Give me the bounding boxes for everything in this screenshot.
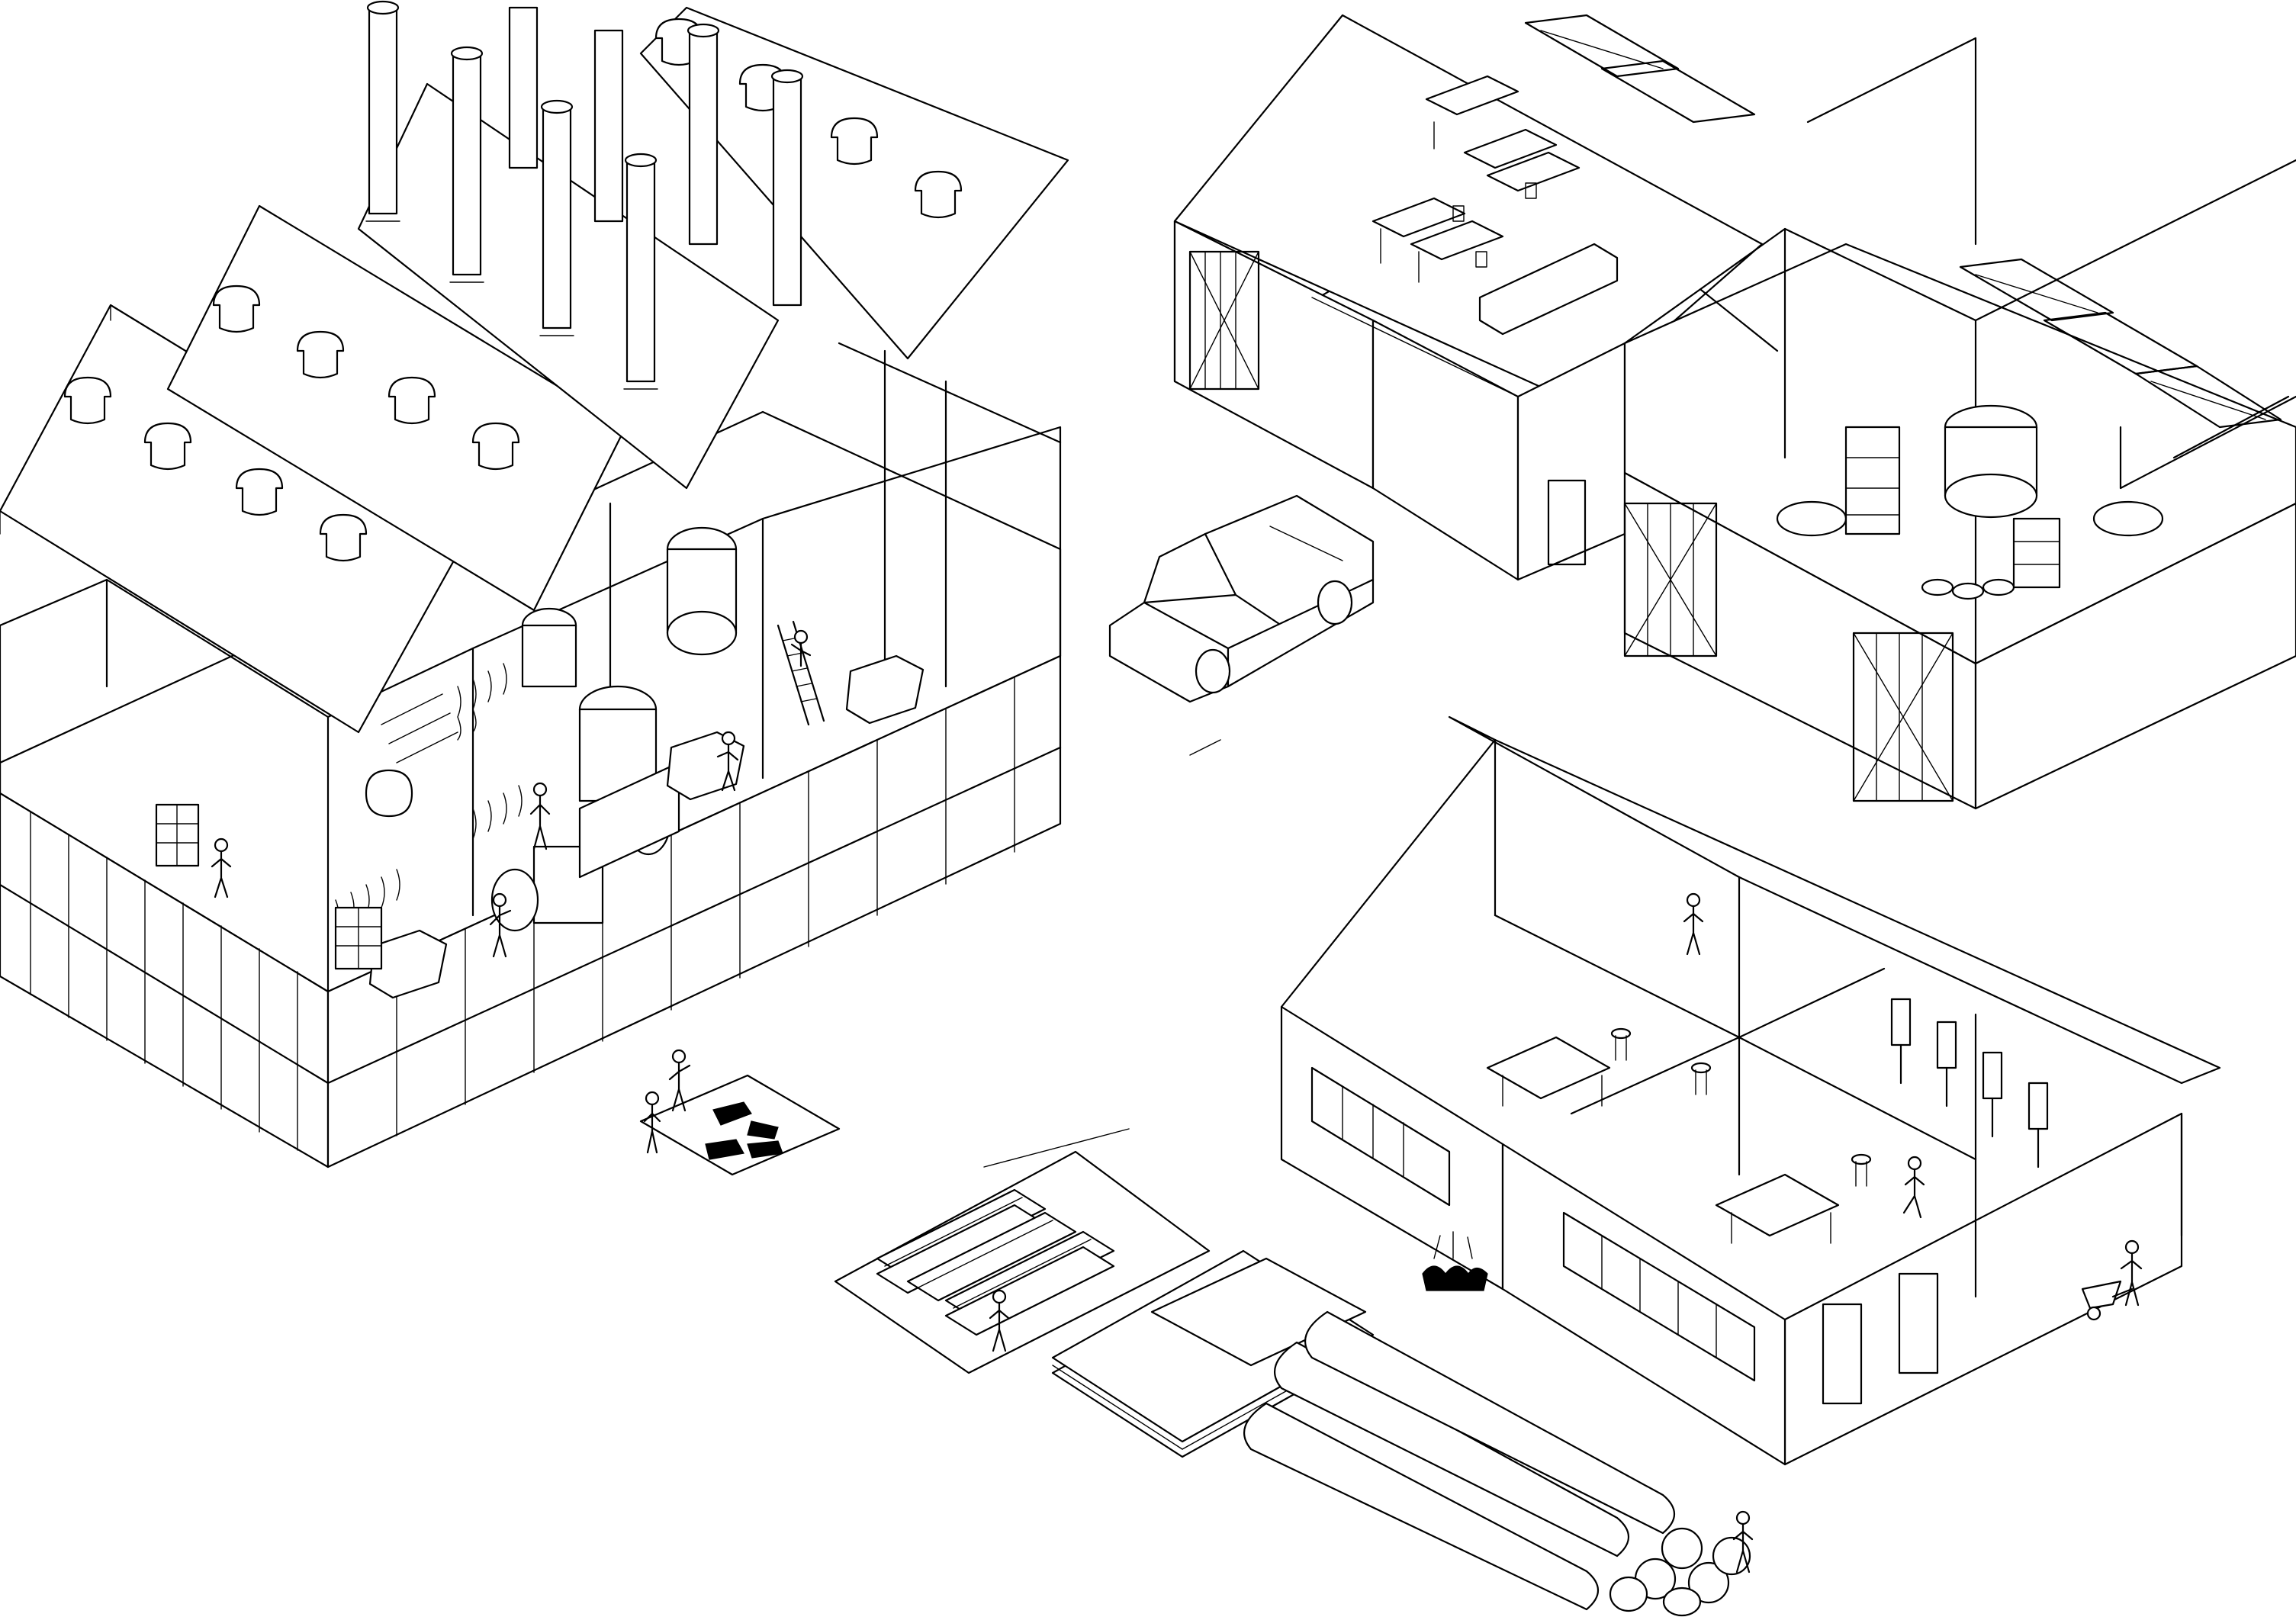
lumber-boards [876, 1188, 1115, 1336]
woodshop-stools [1610, 1027, 1872, 1187]
workshop-barn [1173, 14, 2296, 810]
barn-skylights [1524, 14, 2282, 429]
barn-shelving [1844, 426, 2061, 589]
woodshop-door-2 [1898, 1272, 1939, 1374]
woodshop-drill-presses [1890, 998, 2049, 1169]
barn-loading-door-right [1623, 502, 1954, 802]
ground-lines [983, 297, 1519, 1168]
pickup-truck [1108, 494, 1375, 703]
woodshop-door-1 [1822, 1303, 1863, 1405]
factory-workers [211, 629, 812, 958]
barn-sofa [1478, 243, 1619, 336]
woodshop-workers [1683, 892, 2143, 1307]
woodshop [1280, 715, 2221, 1466]
log-pile [1243, 1310, 1754, 1617]
wheelbarrow [2081, 1280, 2134, 1321]
barn-kilns [1776, 404, 2164, 600]
factory-front-windows [0, 811, 330, 1151]
leather-hide-pad [639, 1049, 841, 1176]
woodshop-plants [1422, 1231, 1488, 1291]
woodshop-roof [1448, 715, 2221, 1085]
barn-loading-door-left [1188, 250, 1260, 391]
factory-building [0, 0, 1069, 1169]
woodshop-frame [1494, 738, 2183, 1298]
woodshop-side-wall [1783, 1112, 2183, 1466]
factory-chimneys [365, 0, 804, 390]
factory-upper-frame [0, 578, 108, 795]
barn-door [1547, 479, 1587, 566]
woodshop-table-saws [1486, 1036, 1840, 1244]
lumber-stack [834, 1150, 1211, 1374]
barn-office-desks [1371, 75, 1581, 283]
factory-shelves [155, 803, 383, 970]
woodshop-windows [1310, 1066, 1756, 1382]
